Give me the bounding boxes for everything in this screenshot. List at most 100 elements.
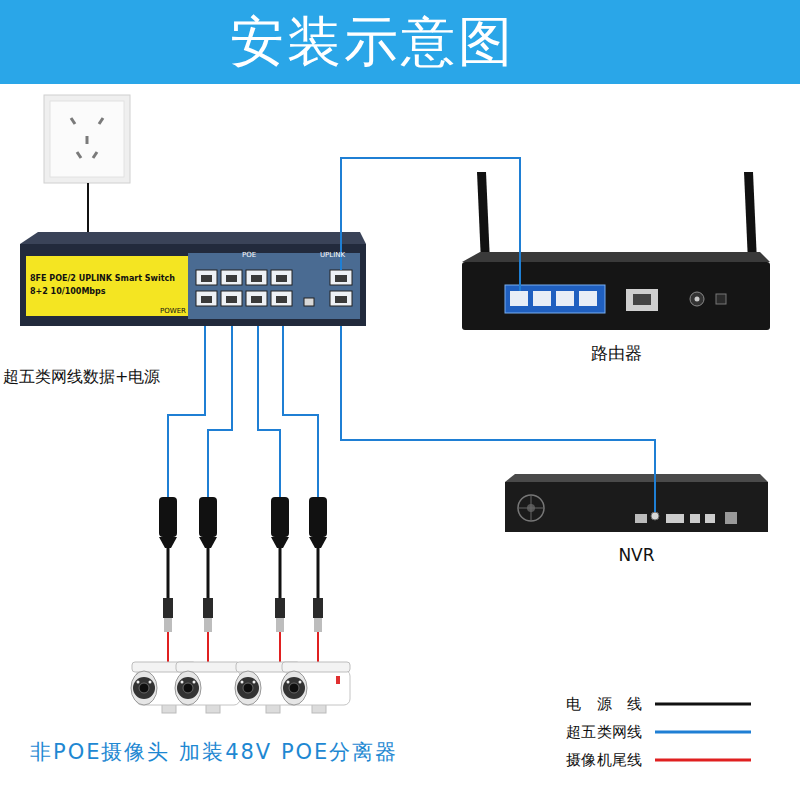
nvr-wire — [654, 474, 656, 512]
nvr-recorder — [725, 512, 737, 524]
bullet-camera — [133, 677, 155, 699]
poe-switch — [330, 270, 352, 285]
poe-splitter — [309, 497, 327, 632]
router — [695, 297, 700, 302]
router-box: 路由器 — [462, 255, 770, 330]
poe-switch — [335, 275, 347, 282]
bullet-camera — [287, 681, 290, 684]
bullet-camera — [175, 671, 201, 705]
nvr-recorder — [518, 495, 544, 521]
poe-switch — [330, 291, 352, 306]
bullet-camera — [237, 677, 259, 699]
bullet-camera — [177, 677, 199, 699]
legend-entry: 电源线 — [566, 690, 751, 718]
legend-line — [655, 727, 751, 737]
router — [462, 172, 770, 330]
router — [510, 291, 597, 306]
poe-switch — [201, 296, 212, 303]
poe-splitter — [159, 497, 177, 632]
poe-switch-box: 8FE POE/2 UPLINK Smart Switch8+2 10/100M… — [20, 244, 366, 326]
poe-switch — [221, 270, 242, 285]
router — [716, 294, 726, 304]
poe-splitter — [309, 537, 327, 548]
camera-tail-cable — [207, 632, 209, 666]
bullet-camera — [336, 676, 340, 684]
title-band: 安装示意图 — [0, 0, 800, 84]
poe-switch — [196, 270, 352, 306]
bullet-camera — [235, 671, 261, 705]
poe-splitter — [279, 548, 282, 598]
nvr-recorder — [690, 514, 700, 523]
legend-line — [655, 731, 751, 734]
poe-switch — [304, 298, 314, 306]
nvr-recorder — [505, 474, 768, 482]
camera-tail-cable — [279, 632, 281, 666]
wall-socket — [44, 95, 130, 183]
bullet-camera — [299, 681, 302, 684]
router — [462, 262, 770, 330]
poe-splitter — [207, 548, 210, 598]
camera-network-cable — [168, 326, 318, 497]
poe-splitter — [164, 618, 172, 632]
router-lan-wire — [519, 255, 521, 291]
nvr-recorder — [705, 514, 715, 523]
legend-line — [655, 699, 751, 709]
poe-splitter — [271, 497, 289, 632]
title: 安装示意图 — [0, 0, 745, 74]
poe-switch — [226, 296, 237, 303]
poe-splitter — [159, 537, 177, 548]
bullet-camera — [282, 662, 350, 672]
poe-splitter — [159, 497, 177, 537]
bullet-camera — [176, 662, 240, 672]
poe-splitter — [204, 618, 212, 632]
poe-switch — [271, 270, 292, 285]
poe-switch — [246, 291, 267, 306]
panel-print: POE — [242, 251, 256, 259]
panel-print: UPLINK — [320, 251, 345, 259]
nvr-recorder — [505, 474, 768, 532]
poe-switch — [196, 270, 217, 285]
poe-switch — [276, 296, 287, 303]
poe-splitter — [159, 497, 327, 632]
bullet-camera — [149, 681, 152, 684]
router — [744, 172, 757, 262]
bullet-camera — [243, 683, 253, 693]
cable-note: 超五类网线数据+电源 — [3, 367, 160, 388]
router — [533, 291, 551, 306]
legend-line — [655, 703, 751, 706]
bullet-camera — [283, 677, 305, 699]
poe-switch — [251, 275, 262, 282]
legend-entry: 超五类网线 — [566, 718, 751, 746]
bullet-camera — [253, 681, 256, 684]
nvr-recorder — [635, 514, 647, 523]
bullet-camera — [183, 683, 193, 693]
poe-switch — [20, 232, 366, 244]
wall-socket — [77, 152, 81, 158]
legend-text: 摄像机尾线 — [566, 751, 642, 770]
wall-socket — [93, 152, 97, 158]
camera-tail-cable — [167, 632, 169, 666]
bullet-camera — [193, 681, 196, 684]
camera-tail-cable — [317, 632, 319, 666]
wall-socket — [50, 101, 124, 177]
poe-splitter — [163, 598, 173, 618]
wall-socket — [44, 95, 130, 183]
bullet-camera — [139, 683, 149, 693]
poe-switch — [20, 244, 366, 326]
router — [626, 289, 658, 311]
nvr-recorder — [505, 482, 768, 532]
poe-switch — [251, 296, 262, 303]
camera-tail-cable — [168, 632, 318, 666]
camera-network-cable — [208, 326, 232, 497]
device-label: 路由器 — [462, 344, 770, 364]
legend-text: 超五类网线 — [566, 723, 642, 742]
router — [690, 292, 704, 306]
camera-network-cable — [283, 326, 318, 497]
router — [579, 291, 597, 306]
camera-network-cable — [258, 326, 280, 497]
router — [462, 252, 770, 262]
poe-splitter — [314, 618, 322, 632]
